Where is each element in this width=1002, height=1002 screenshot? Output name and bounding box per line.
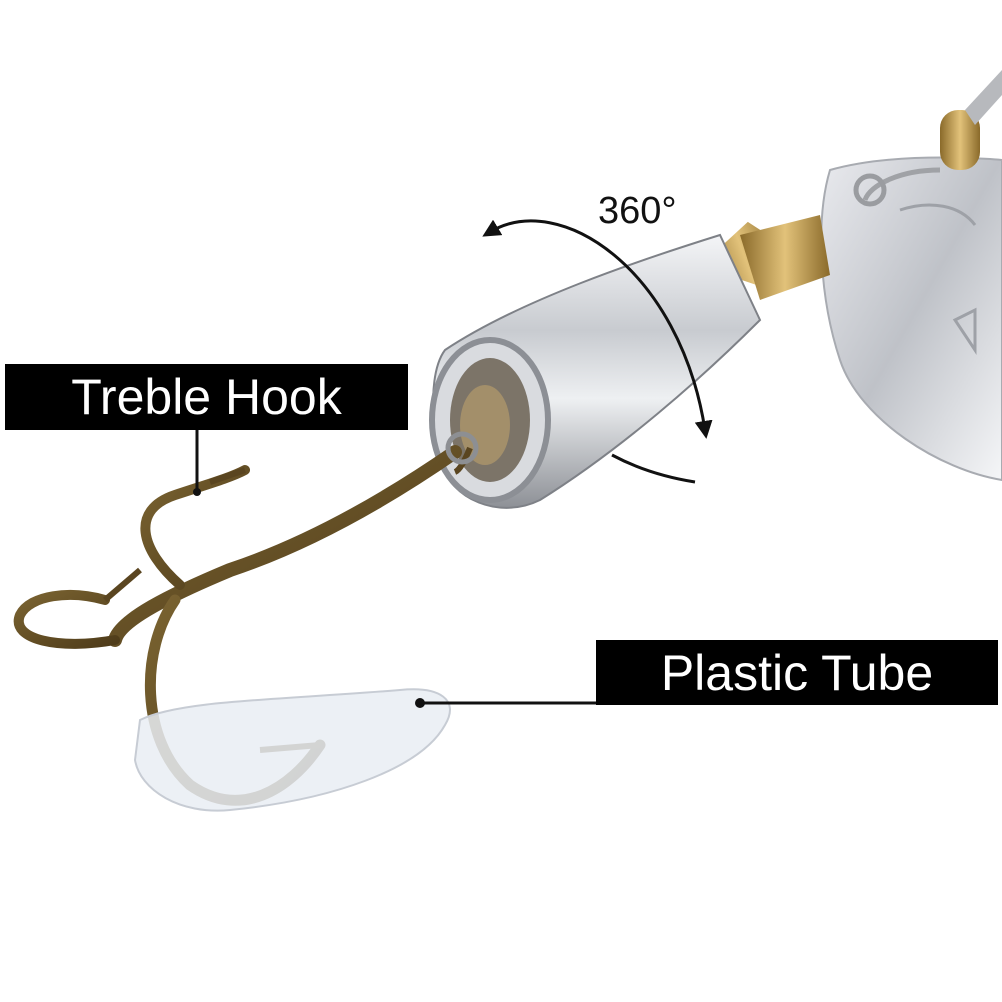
rotation-arrow bbox=[482, 219, 713, 484]
plastic-tube-leader-dot bbox=[415, 698, 425, 708]
spinner-blade bbox=[820, 156, 1002, 482]
swivel bbox=[853, 70, 1002, 207]
plastic-tube bbox=[133, 688, 451, 812]
metal-body bbox=[429, 233, 762, 509]
leader-lines bbox=[193, 430, 596, 708]
treble-hook-label: Treble Hook bbox=[71, 369, 342, 425]
treble-hook-leader-dot bbox=[193, 488, 201, 496]
rotation-label: 360° bbox=[598, 190, 677, 232]
plastic-tube-callout: Plastic Tube bbox=[596, 640, 998, 705]
treble-hook-callout: Treble Hook bbox=[5, 364, 408, 430]
plastic-tube-label: Plastic Tube bbox=[660, 644, 934, 701]
